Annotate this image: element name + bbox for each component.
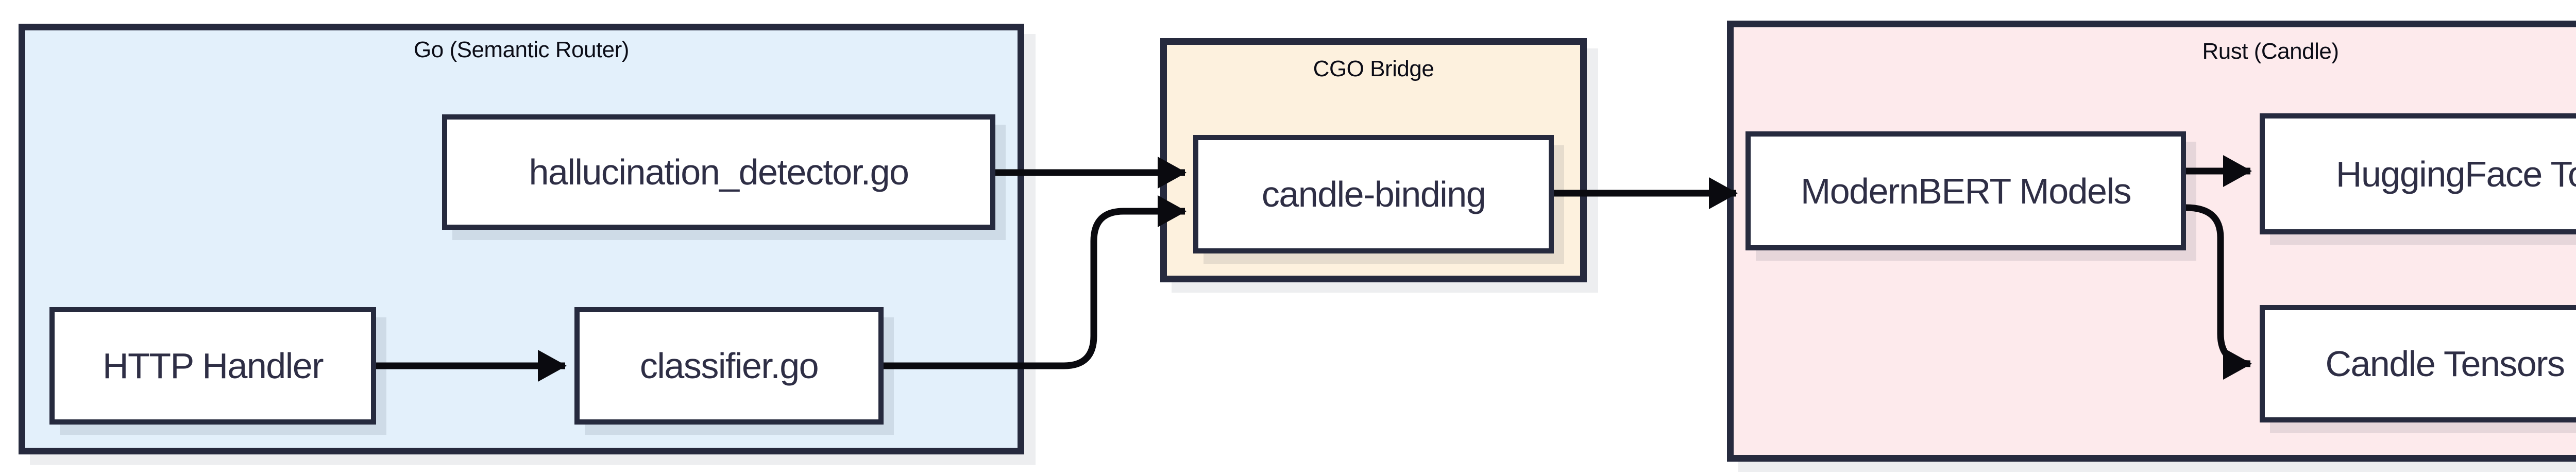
node-http-handler: HTTP Handler xyxy=(49,307,376,425)
node-classifier-label: classifier.go xyxy=(639,346,819,386)
container-rust-candle-title: Rust (Candle) xyxy=(2202,39,2339,64)
container-cgo-bridge-title: CGO Bridge xyxy=(1313,56,1434,81)
node-hallucination-detector-label: hallucination_detector.go xyxy=(529,152,909,192)
node-classifier: classifier.go xyxy=(574,307,884,425)
node-modernbert-models: ModernBERT Models xyxy=(1745,131,2186,250)
node-candle-tensors: Candle Tensors xyxy=(2260,305,2576,422)
node-candle-tensors-label: Candle Tensors xyxy=(2325,344,2565,384)
node-huggingface-tokenizers-label: HuggingFace Tokenizers xyxy=(2335,154,2576,194)
node-candle-binding: candle-binding xyxy=(1193,135,1554,253)
node-modernbert-models-label: ModernBERT Models xyxy=(1800,171,2132,211)
node-http-handler-label: HTTP Handler xyxy=(102,346,324,386)
node-huggingface-tokenizers: HuggingFace Tokenizers xyxy=(2260,113,2576,234)
node-hallucination-detector: hallucination_detector.go xyxy=(442,114,995,230)
container-go-title: Go (Semantic Router) xyxy=(414,37,629,62)
node-candle-binding-label: candle-binding xyxy=(1261,174,1486,214)
